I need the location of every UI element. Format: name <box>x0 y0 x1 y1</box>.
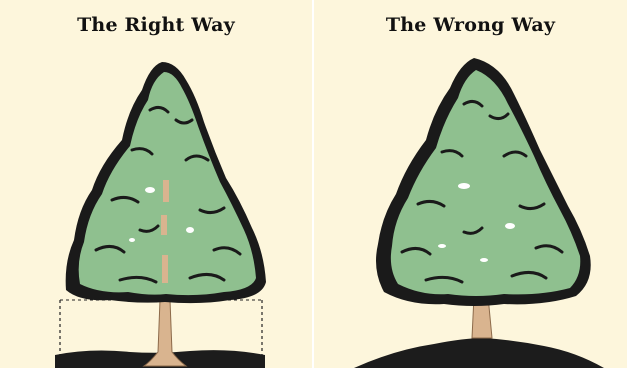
panel-right-way: The Right Way <box>0 0 312 368</box>
panel-wrong-way: The Wrong Way <box>314 0 627 368</box>
tree-illustration-right-way <box>0 0 312 368</box>
tree-illustration-wrong-way <box>314 0 627 368</box>
soil-mound <box>354 338 604 368</box>
